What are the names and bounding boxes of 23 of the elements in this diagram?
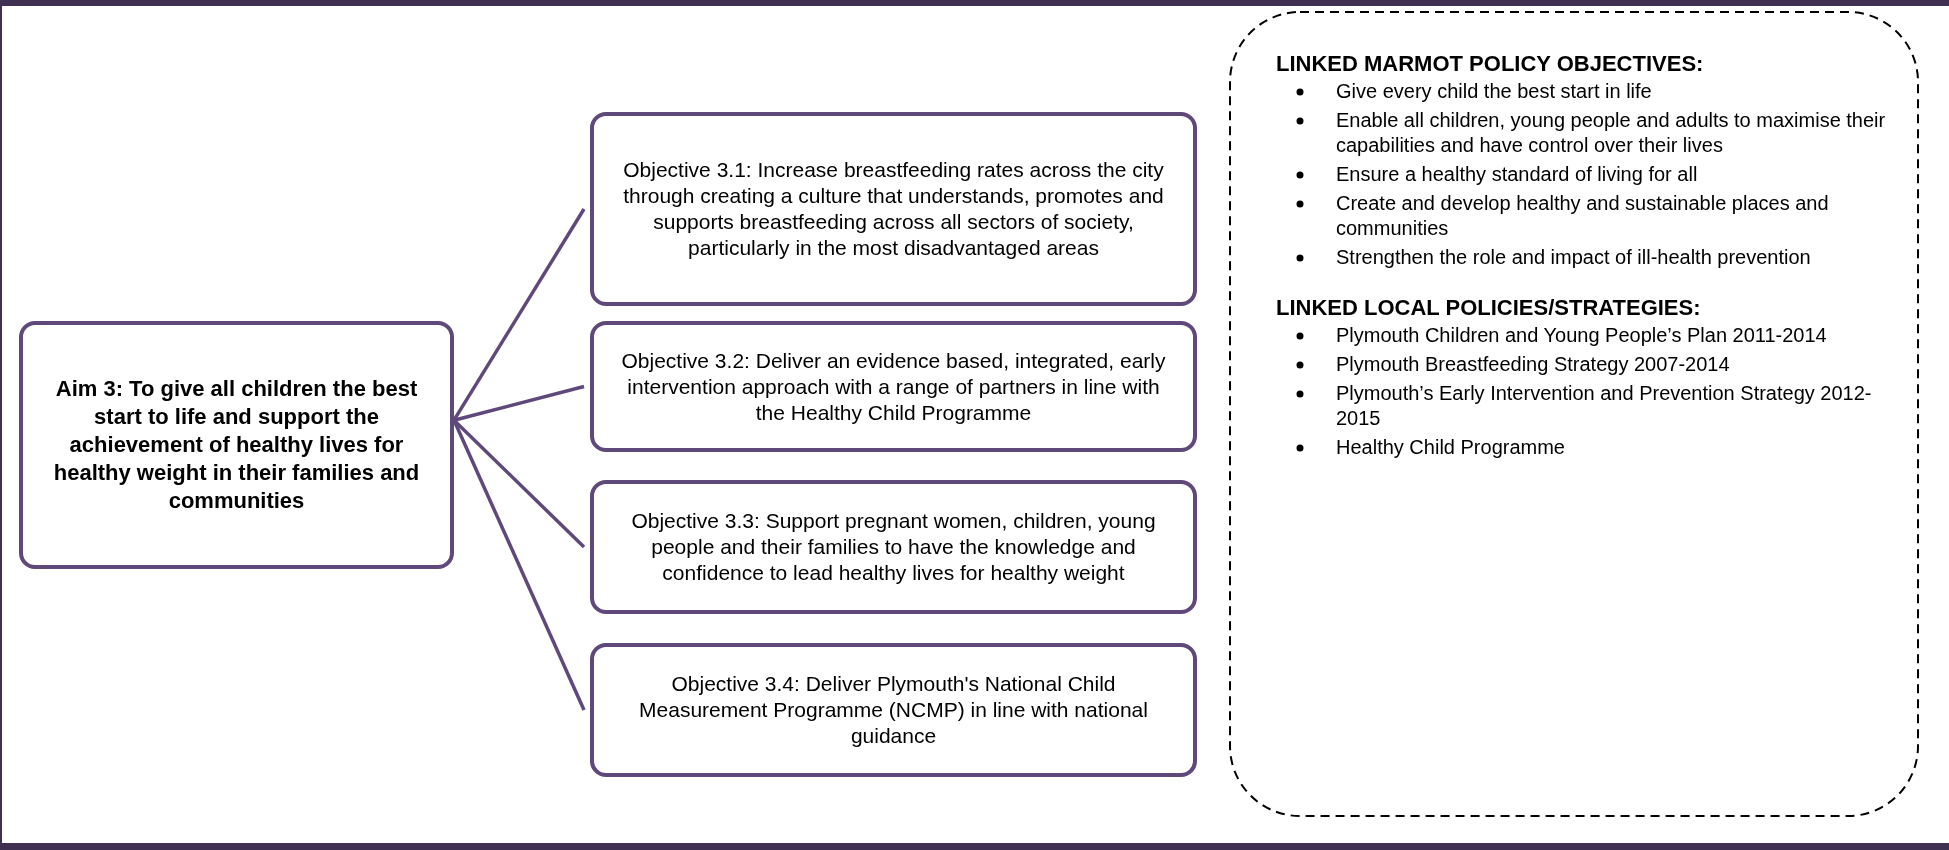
objective-box [590,112,1197,306]
dashed-panel [1228,10,1920,818]
bullet-text: Plymouth Children and Young People’s Plan 2011-2014 [1336,323,1828,348]
bullet-text: Give every child the best start in life [1336,79,1653,104]
bullet-text: Plymouth Breastfeeding Strategy 2007-2014 [1336,352,1731,377]
section-heading: LINKED LOCAL POLICIES/STRATEGIES: [1276,294,1702,321]
objective-text: Objective 3.2: Deliver an evidence based, integrated, early intervention approach with a range of partners in line with the Healthy Child Programme [620,347,1167,426]
bullet-text: Plymouth’s Early Intervention and Prevention Strategy 2012-2015 [1336,381,1873,431]
objective-box [590,321,1197,452]
section-heading: LINKED MARMOT POLICY OBJECTIVES: [1276,50,1705,77]
aim-box [19,321,454,569]
aim-text: Aim 3: To give all children the best start to life and support the achievement of healthy lives for healthy weight in their families and communities [52,375,421,515]
bullet-text: Create and develop healthy and sustainable places and communities [1336,191,1830,241]
objective-box [590,643,1197,777]
bullet-text: Enable all children, young people and adults to maximise their capabilities and have control over their lives [1336,108,1887,158]
connector-line [453,384,585,422]
objective-text: Objective 3.3: Support pregnant women, children, young people and their families to have the knowledge and confidence to lead healthy lives for healthy weight [630,508,1157,586]
bullet-text: Strengthen the role and impact of ill-health prevention [1336,245,1812,270]
objective-box [590,480,1197,614]
bullet-text: Ensure a healthy standard of living for all [1336,162,1699,187]
objective-text: Objective 3.4: Deliver Plymouth's National Child Measurement Programme (NCMP) in line with national guidance [638,671,1149,749]
objective-text: Objective 3.1: Increase breastfeeding rates across the city through creating a culture that understands, promotes and supports breastfeeding across all sectors of society, particularly in the most disadvantaged areas [622,157,1165,261]
bullet-text: Healthy Child Programme [1336,435,1566,460]
